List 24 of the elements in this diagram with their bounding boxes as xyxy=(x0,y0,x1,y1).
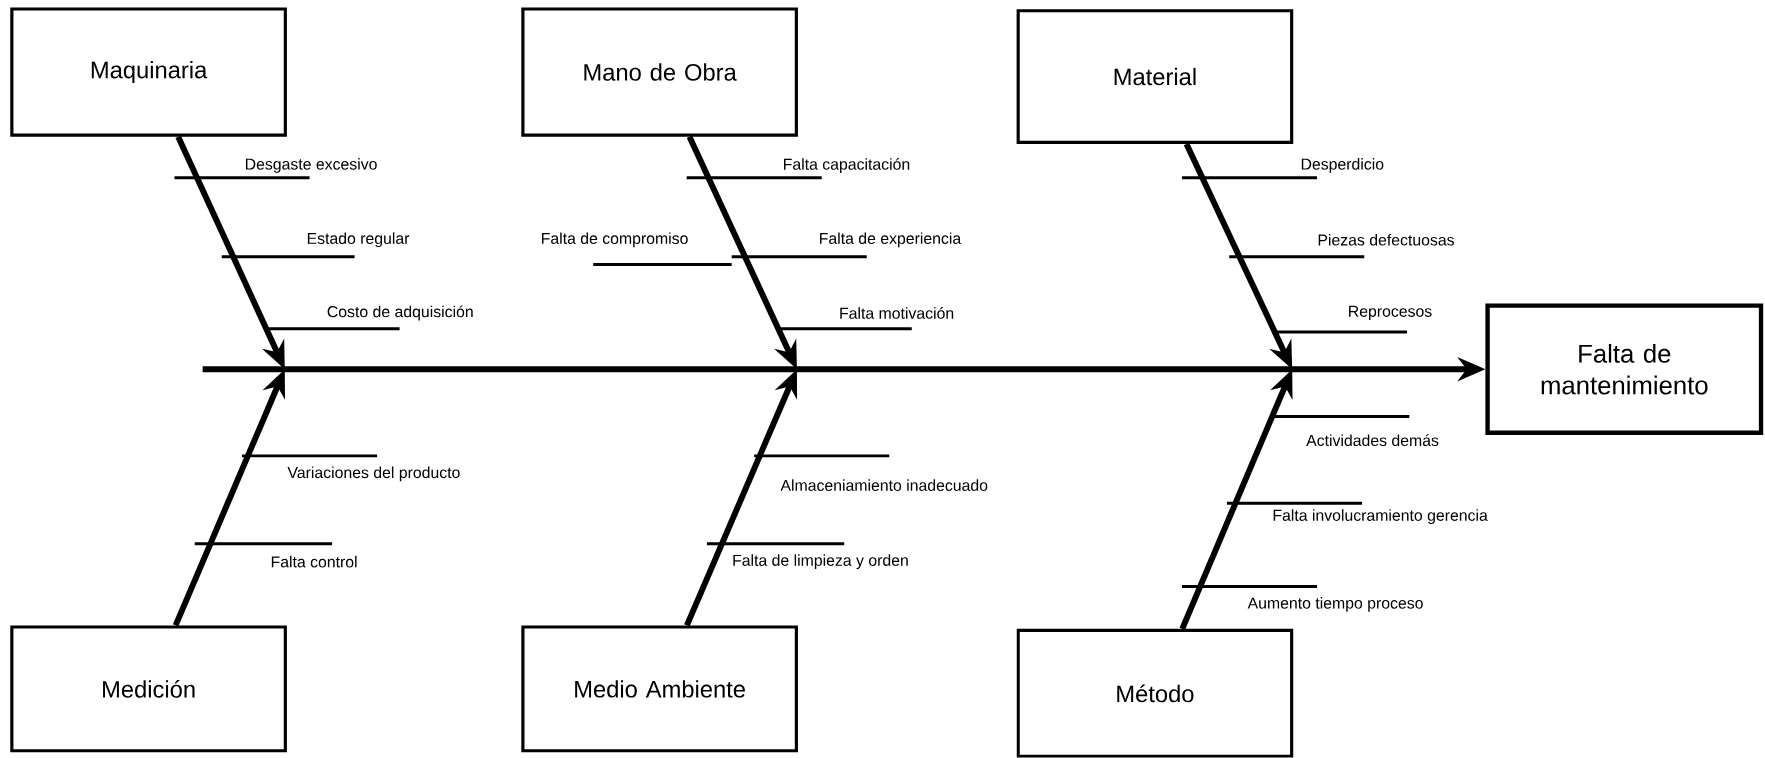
category-box: Material xyxy=(1016,9,1294,145)
category-box: Medición xyxy=(10,625,287,753)
category-box: Medio Ambiente xyxy=(521,625,798,753)
cause-label: Almaceniamiento inadecuado xyxy=(780,479,988,492)
cause-label: Falta de compromiso xyxy=(542,232,688,248)
category-box: Maquinaria xyxy=(10,7,287,137)
cause-label: Costo de adquisición xyxy=(327,305,473,321)
cause-label: Desgaste excesivo xyxy=(245,158,377,174)
cause-label: Aumento tiempo proceso xyxy=(1247,597,1423,613)
cause-label: Reprocesos xyxy=(1349,306,1432,321)
cause-label: Falta motivación xyxy=(840,307,954,320)
category-box: Mano de Obra xyxy=(521,7,798,137)
cause-label: Falta de experiencia xyxy=(820,232,962,248)
category-box: Método xyxy=(1016,629,1294,758)
cause-label: Piezas defectuosas xyxy=(1318,234,1454,246)
cause-label: Variaciones del producto xyxy=(287,466,460,482)
cause-label: Desperdicio xyxy=(1301,158,1384,174)
effect-box: Falta de mantenimiento xyxy=(1485,303,1764,436)
cause-label: Falta de limpieza y orden xyxy=(733,554,908,570)
cause-label: Estado regular xyxy=(307,232,410,248)
cause-label: Falta control xyxy=(271,556,357,568)
cause-label: Falta involucramiento gerencia xyxy=(1273,509,1488,525)
cause-label: Falta capacitación xyxy=(784,158,910,174)
cause-label: Actividades demás xyxy=(1306,434,1439,447)
